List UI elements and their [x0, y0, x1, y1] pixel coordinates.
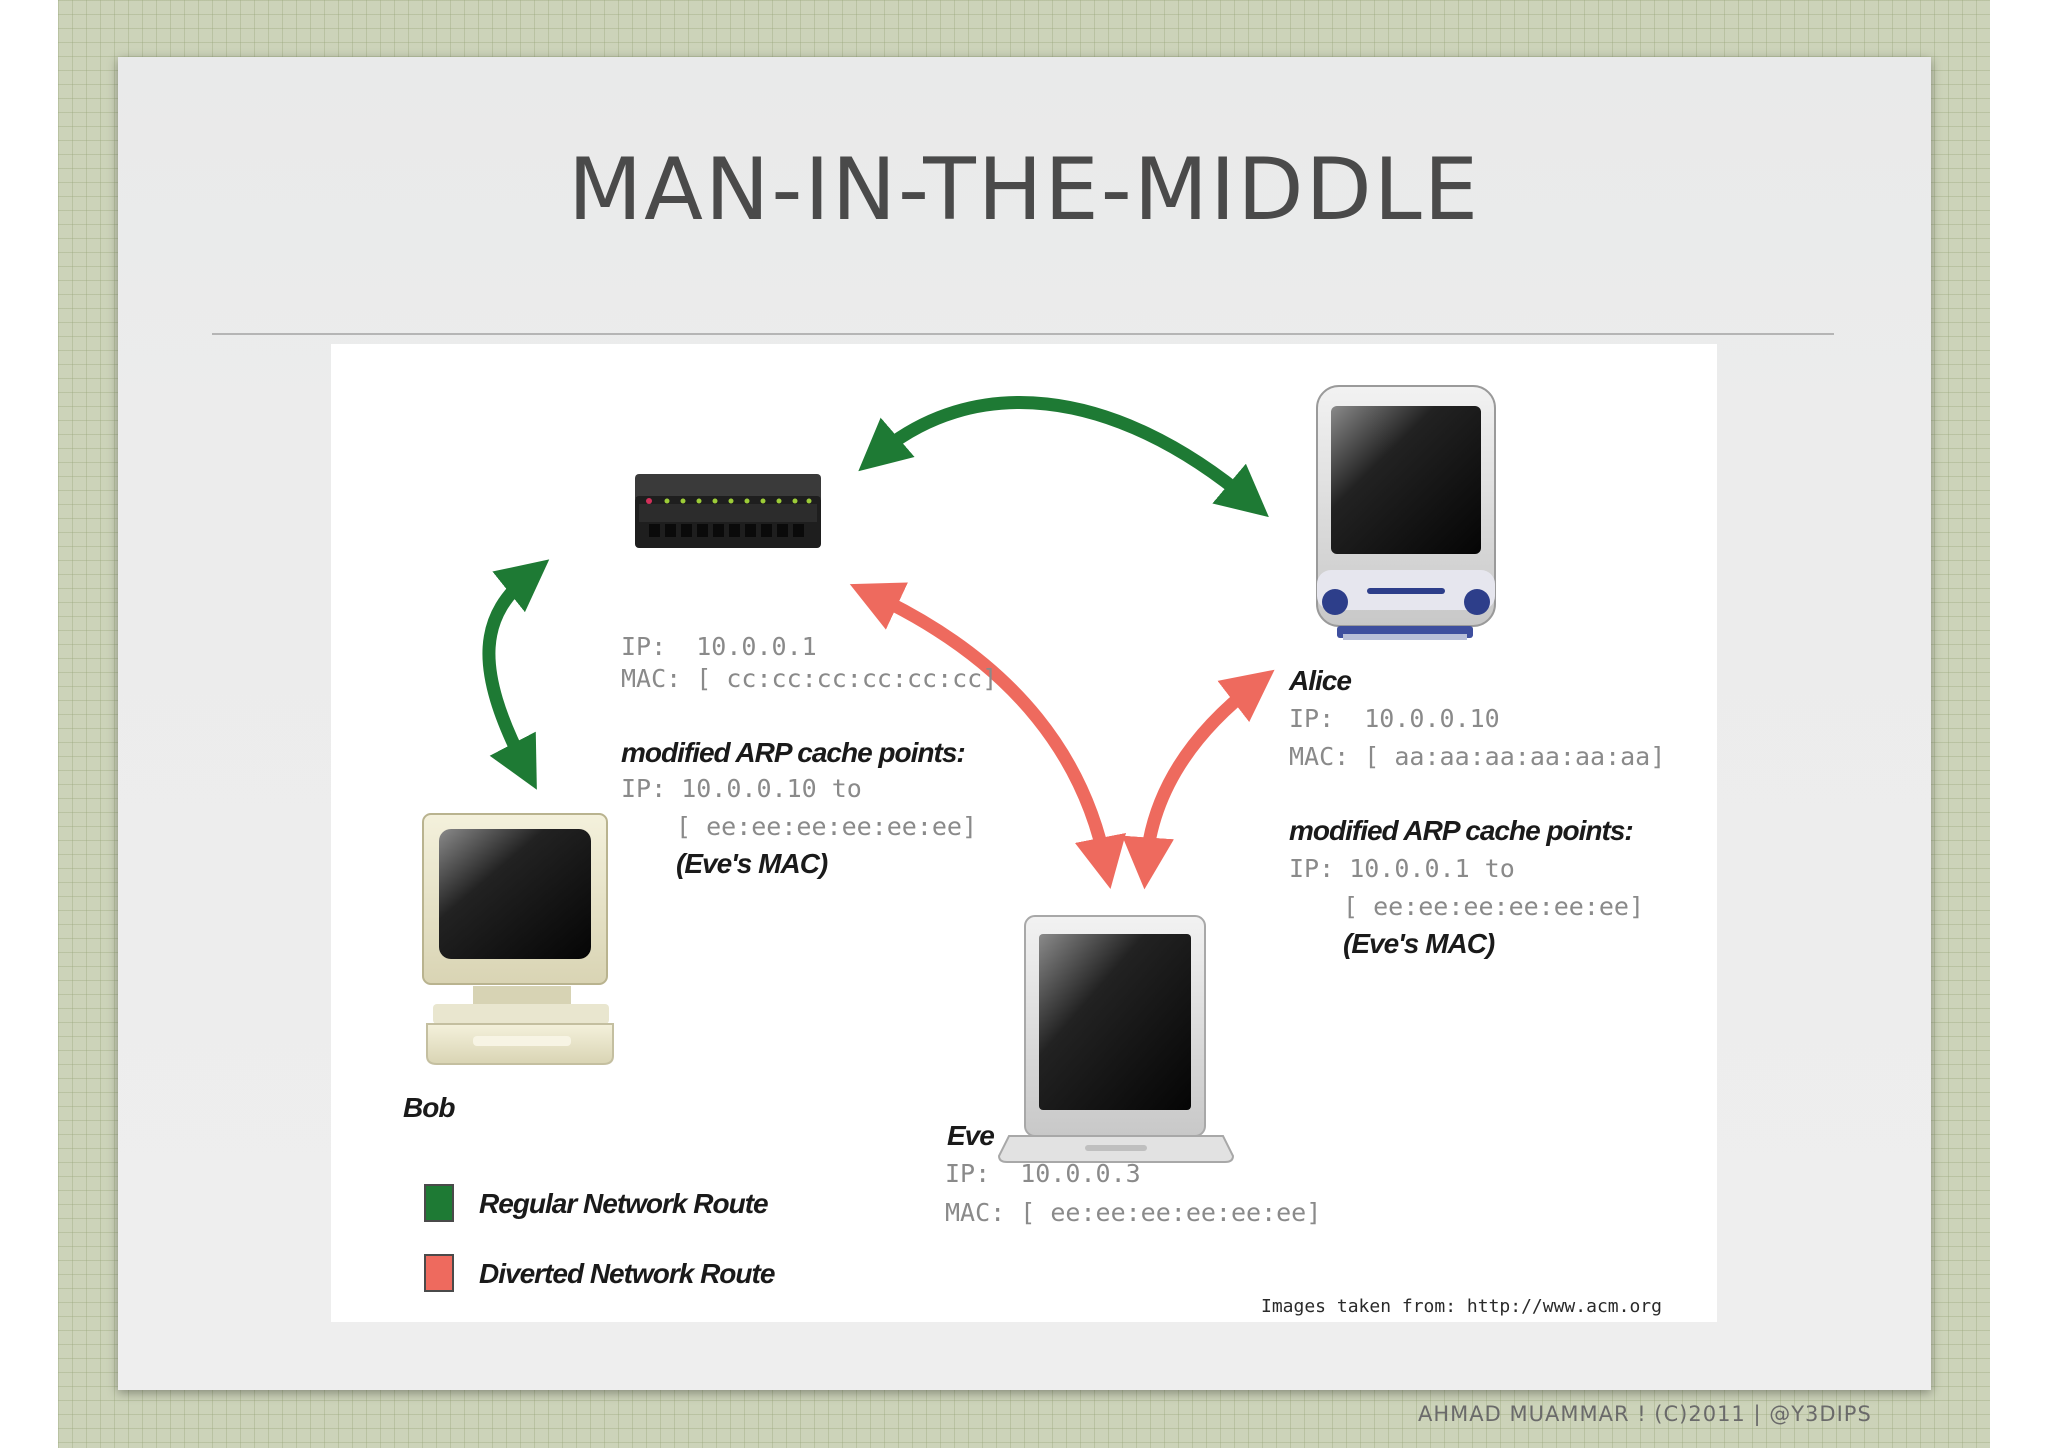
legend-diverted-swatch [424, 1254, 454, 1292]
route-router-eve [849, 582, 1126, 889]
bob-arp-line1: IP: 10.0.0.10 to [621, 774, 862, 803]
slide-title: MAN-IN-THE-MIDDLE [567, 140, 1481, 240]
title-divider [212, 333, 1834, 335]
bob-arp-heading: modified ARP cache points: [621, 737, 966, 768]
alice-arp-heading: modified ARP cache points: [1289, 815, 1634, 846]
router-ip: IP: 10.0.0.1 [621, 632, 817, 661]
eve-ip: IP: 10.0.0.3 [945, 1159, 1141, 1188]
bob-arp-line2: [ ee:ee:ee:ee:ee:ee] [676, 812, 978, 841]
image-source-note: Images taken from: http://www.acm.org [1261, 1296, 1662, 1317]
mitm-diagram: IP: 10.0.0.1 MAC: [ cc:cc:cc:cc:cc:cc] m… [331, 344, 1717, 1322]
router-icon [635, 474, 821, 548]
bob-computer-icon [422, 813, 614, 1065]
legend-regular-swatch [424, 1184, 454, 1222]
alice-arp-line1: IP: 10.0.0.1 to [1289, 854, 1515, 883]
eve-mac: MAC: [ ee:ee:ee:ee:ee:ee] [945, 1198, 1322, 1227]
alice-arp-note: (Eve's MAC) [1343, 928, 1495, 959]
diagram-graphics [422, 385, 1496, 1163]
slide-footer: AHMAD MUAMMAR ! (C)2011 | @Y3DIPS [1418, 1402, 1872, 1426]
legend-regular-label: Regular Network Route [479, 1188, 769, 1219]
alice-name: Alice [1289, 665, 1352, 696]
legend-diverted-label: Diverted Network Route [479, 1258, 775, 1289]
router-mac: MAC: [ cc:cc:cc:cc:cc:cc] [621, 664, 998, 693]
alice-ip: IP: 10.0.0.10 [1289, 704, 1500, 733]
route-alice-eve [1122, 669, 1275, 890]
bob-arp-note: (Eve's MAC) [676, 848, 828, 879]
bob-name: Bob [403, 1092, 455, 1123]
route-bob-router [482, 559, 550, 790]
eve-name: Eve [947, 1120, 995, 1151]
alice-arp-line2: [ ee:ee:ee:ee:ee:ee] [1343, 892, 1645, 921]
eve-laptop-icon [997, 915, 1235, 1163]
alice-computer-icon [1316, 385, 1496, 640]
alice-mac: MAC: [ aa:aa:aa:aa:aa:aa] [1289, 742, 1666, 771]
route-router-alice [858, 396, 1269, 518]
